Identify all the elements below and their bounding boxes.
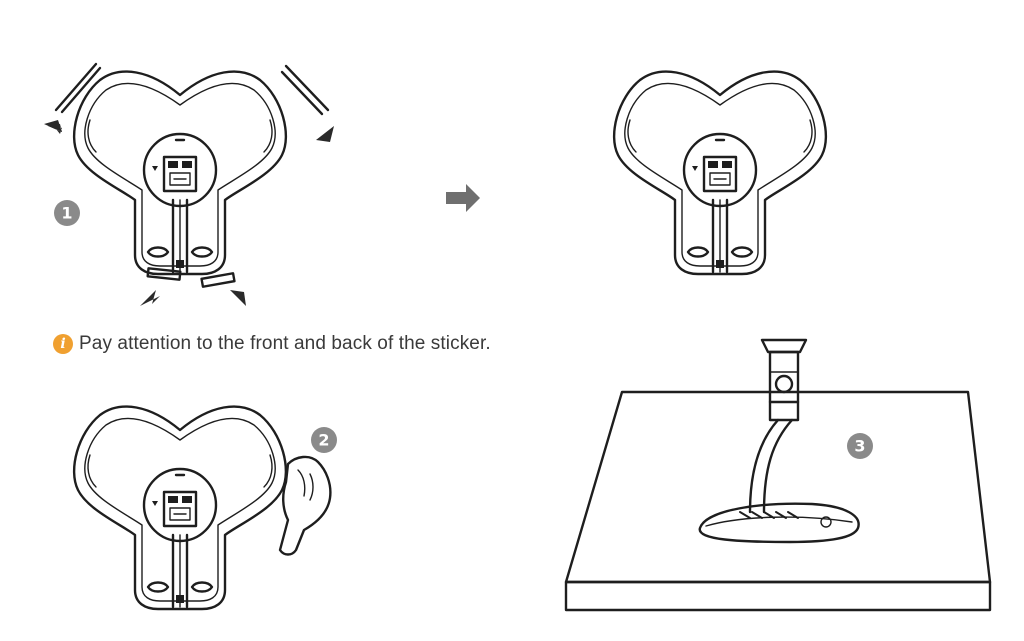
sticker-strip-top-left [54, 62, 102, 114]
hand-icon [278, 455, 332, 556]
mounted-speakerphone [698, 502, 860, 544]
device-step2 [74, 407, 286, 609]
svg-text:3: 3 [854, 437, 865, 456]
sticker-note: i Pay attention to the front and back of… [53, 332, 491, 356]
step-badge-3: 3 [847, 433, 873, 459]
device-step1 [74, 72, 286, 274]
note-text: Pay attention to the front and back of t… [79, 333, 491, 354]
step-badge-2: 2 [311, 427, 337, 453]
gooseneck-arm [748, 418, 794, 514]
device-result [614, 72, 826, 274]
ceiling-mount [760, 338, 808, 422]
info-icon: i [53, 334, 73, 354]
sticker-strip-top-right [280, 64, 330, 116]
svg-text:1: 1 [61, 204, 72, 223]
svg-text:2: 2 [318, 431, 329, 450]
sticker-bottom-left [146, 267, 182, 281]
step-badge-1: 1 [54, 200, 80, 226]
table-surface [564, 390, 992, 612]
sticker-bottom-right [200, 272, 236, 288]
arrow-icon [44, 120, 334, 306]
arrow-right-icon [446, 184, 480, 212]
